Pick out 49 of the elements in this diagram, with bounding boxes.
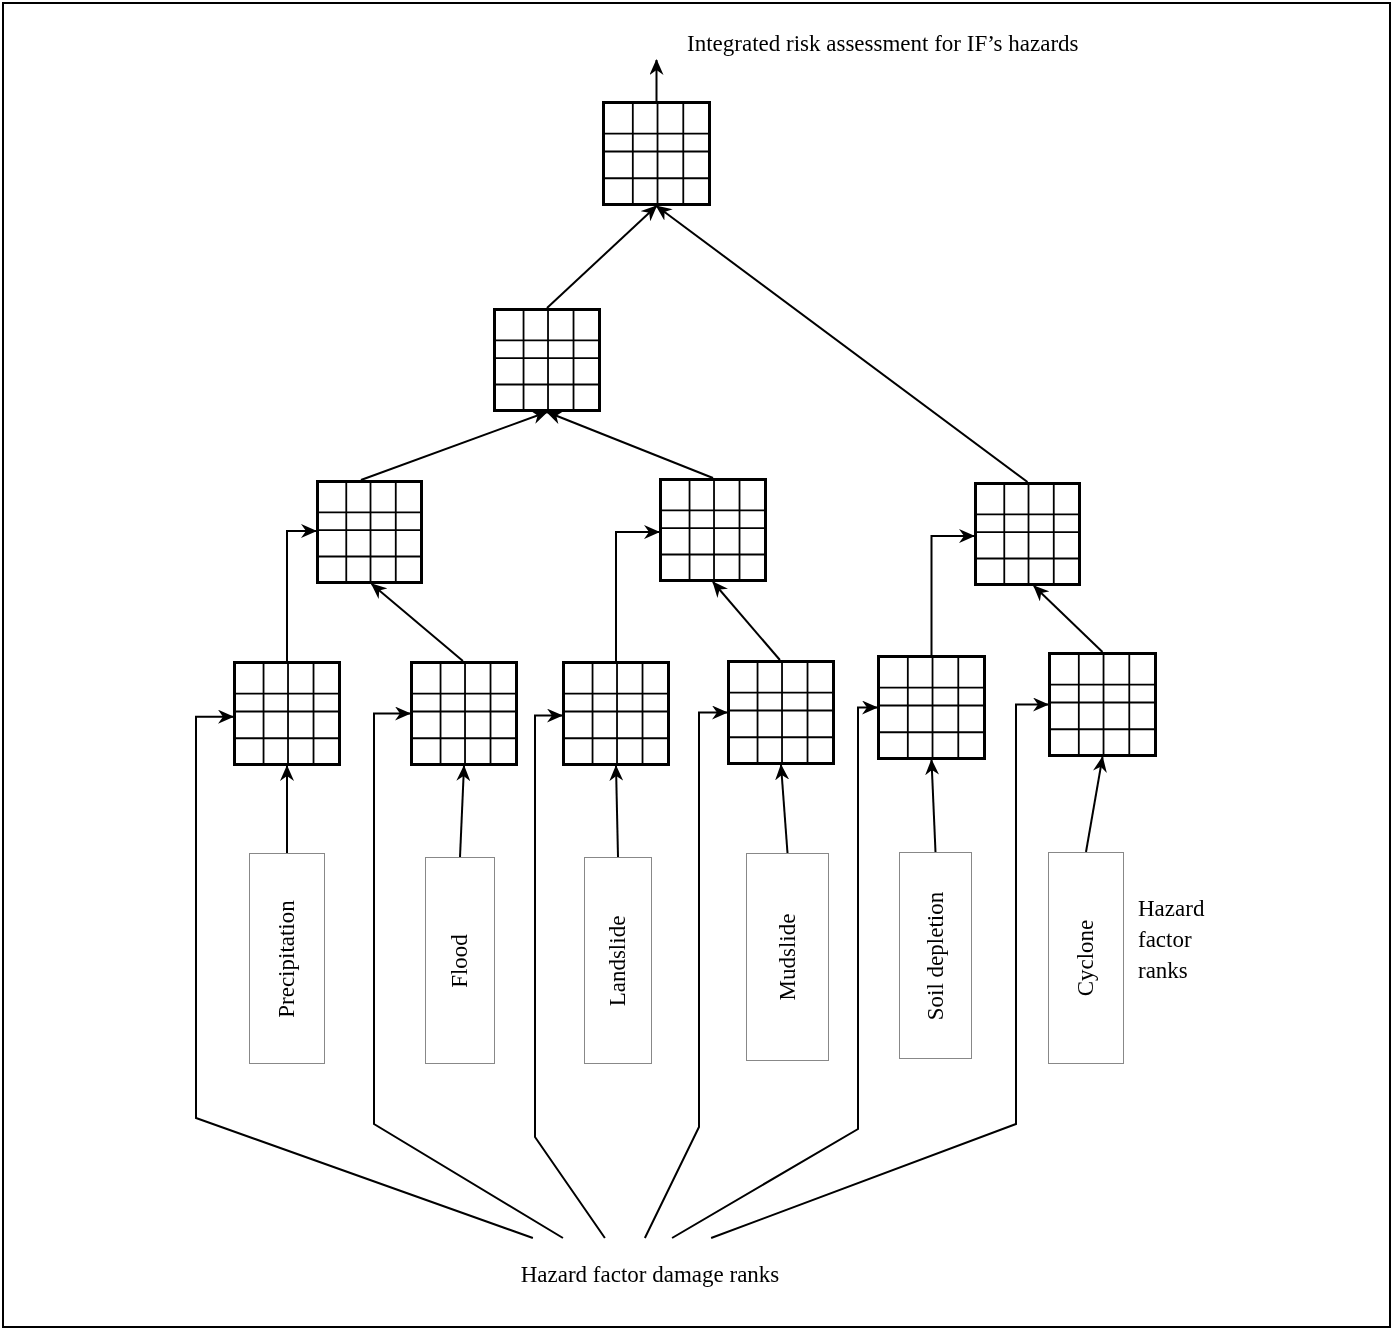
arrow [643,705,728,1239]
hazard-name: Soil depletion [922,891,949,1020]
arrow [534,708,606,1239]
arrow [280,765,294,854]
output-label: Integrated risk assessment for IF’s hazards [687,31,1079,57]
matrix-grid [410,661,518,766]
arrow [370,583,464,662]
hazard-name: Flood [447,933,473,988]
matrix-grid [316,480,423,584]
arrow [710,697,1049,1239]
matrix-grid [974,482,1081,586]
hazard-box [746,853,829,1061]
hazard-name: Precipitation [274,899,300,1018]
arrow [930,529,975,656]
arrow [712,581,781,661]
arrow [655,205,1029,483]
hazard-box [899,852,972,1059]
arrow [546,411,714,479]
hazard-box [425,857,495,1064]
arrow [1032,585,1104,653]
arrow [609,765,624,858]
arrow [546,205,658,309]
matrix-grid [493,308,601,412]
hazard-name: Cyclone [1073,919,1099,997]
matrix-grid [1048,652,1157,757]
hazard-box [1048,852,1124,1064]
matrix-grid [562,661,670,766]
hazard-box [584,857,652,1064]
arrow [195,709,534,1239]
note-text: Hazard factor ranks [1138,895,1206,985]
arrow [359,410,548,481]
matrix-grid [727,660,835,765]
matrix-grid [877,655,986,760]
arrow [925,759,940,853]
arrow [649,59,664,102]
matrix-grid [659,478,767,582]
arrow [286,523,317,662]
arrow [775,764,790,854]
hazard-name: Mudslide [774,913,801,1001]
hazard-box [249,853,325,1064]
matrix-grid [602,101,711,206]
input-label: Hazard factor damage ranks [520,1262,780,1288]
arrow [615,525,660,662]
arrow [373,706,564,1239]
arrow [671,700,878,1239]
arrow [1085,756,1107,853]
hazard-name: Landslide [605,915,631,1006]
matrix-grid [233,661,341,766]
arrow [456,765,471,858]
